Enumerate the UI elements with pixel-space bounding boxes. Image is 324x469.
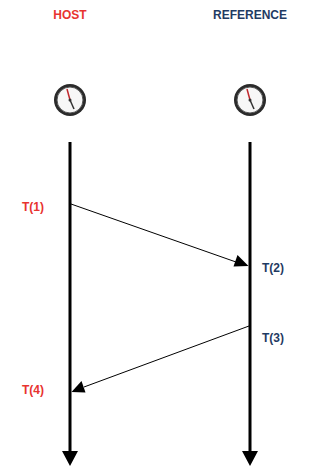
timestamp-label: T(2) (262, 261, 284, 275)
timeline (62, 142, 78, 466)
column-heading: HOST (53, 8, 86, 22)
timestamp-label: T(3) (262, 331, 284, 345)
timeline (242, 142, 258, 466)
clock-icon (54, 84, 86, 116)
message-arrow (72, 326, 250, 393)
message-arrow (71, 204, 249, 267)
timestamp-label: T(1) (22, 200, 44, 214)
timestamp-label: T(4) (22, 383, 44, 397)
column-heading: REFERENCE (213, 8, 287, 22)
clock-icon (234, 84, 266, 116)
